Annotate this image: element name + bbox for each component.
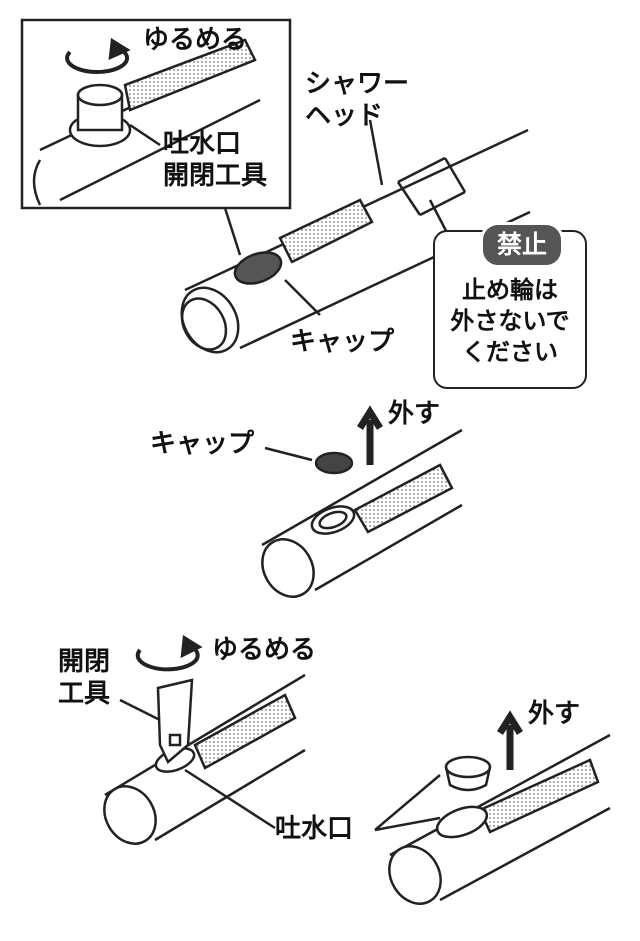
remove-label-2: 外す [528,699,581,729]
loosen-label: ゆるめる [212,635,317,665]
removed-cap [314,451,354,475]
tool-label-1: 開閉 [58,647,111,677]
warning-line: 外さないで [450,307,570,336]
up-arrow-icon [357,405,383,465]
spout-label: 吐水口 [275,814,354,844]
warning-line: ください [462,338,558,367]
pipe-1 [180,128,531,354]
removed-spout [444,755,492,779]
cap-mark [233,251,283,285]
inset-tool-label-2: 開閉工具 [163,161,268,191]
pipe-2 [261,405,463,598]
inset-loosen-label: ゆるめる [143,25,248,55]
warning-text: 止め輪は 外さないで ください [445,275,575,369]
rotate-arrow-icon [65,46,130,75]
shower-head-label-1: シャワー [305,69,410,99]
shower-head-label-2: ヘッド [305,101,384,131]
cap-label: キャップ [290,327,395,357]
pipe-4 [374,710,611,905]
cap-label-2: キャップ [150,429,255,459]
warning-line: 止め輪は [462,276,558,304]
opening-tool [156,678,194,765]
rotate-arrow-icon-2 [135,644,200,672]
tool-label-2: 工具 [58,679,111,709]
inset-tool-label-1: 吐水口 [163,129,242,159]
up-arrow-icon-2 [497,710,523,770]
remove-label: 外す [388,399,441,429]
inset-detail [32,37,261,206]
prohibited-badge: 禁止 [480,222,564,268]
pipe-3 [103,634,306,845]
